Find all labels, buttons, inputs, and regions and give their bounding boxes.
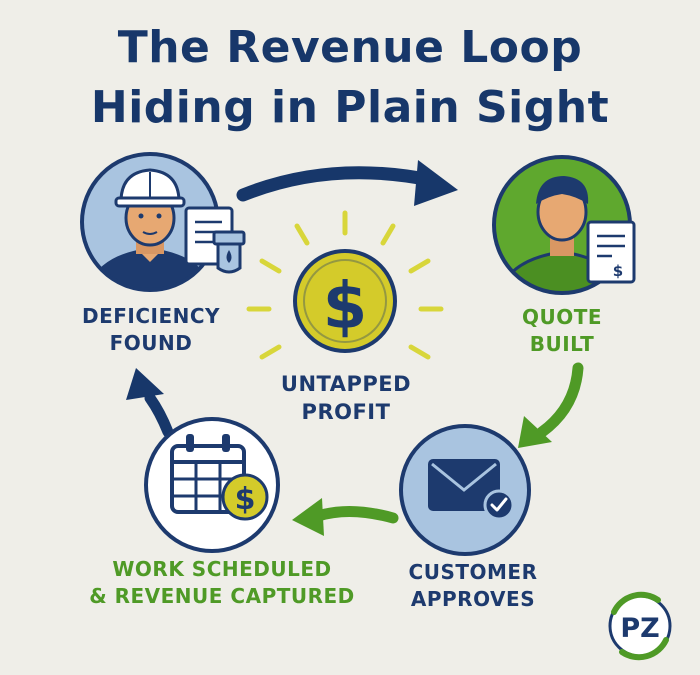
- step-label-line1: WORK SCHEDULED: [112, 557, 332, 581]
- step-label-line2: FOUND: [109, 331, 193, 355]
- page-title-line1: The Revenue Loop: [117, 22, 583, 73]
- step-label-deficiency: DEFICIENCY FOUND: [60, 303, 242, 357]
- envelope-check-icon: [399, 424, 531, 556]
- page-title-line2: Hiding in Plain Sight: [90, 82, 610, 133]
- step-label-line2: APPROVES: [410, 587, 536, 611]
- step-label-line1: QUOTE: [521, 305, 603, 329]
- step-label-line2: & REVENUE CAPTURED: [89, 584, 355, 608]
- pz-logo: PZ: [608, 591, 672, 661]
- small-coin-symbol: $: [235, 482, 256, 517]
- calendar-coin-icon: $: [144, 417, 280, 553]
- step-label-customer-approves: CUSTOMER APPROVES: [383, 559, 563, 613]
- step-label-line1: DEFICIENCY: [81, 304, 221, 328]
- arrow-approval-to-schedule: [292, 498, 399, 536]
- center-label-untapped-profit: UNTAPPED PROFIT: [258, 370, 434, 426]
- step-label-work-scheduled: WORK SCHEDULED & REVENUE CAPTURED: [82, 556, 362, 610]
- arrow-schedule-to-deficiency: [126, 368, 174, 438]
- technician-with-report-icon: [80, 152, 246, 292]
- coin-symbol: $: [323, 270, 368, 344]
- arrow-quote-to-approval: [518, 362, 584, 448]
- center-label-line1: UNTAPPED: [280, 372, 412, 396]
- step-label-line1: CUSTOMER: [408, 560, 538, 584]
- sun-rays: [246, 210, 444, 360]
- person-with-invoice-icon: $: [492, 155, 636, 295]
- step-label-quote: QUOTE BUILT: [497, 304, 627, 358]
- center-label-line2: PROFIT: [301, 400, 391, 424]
- arrow-deficiency-to-quote: [236, 160, 458, 206]
- invoice-symbol: $: [613, 262, 623, 280]
- coin-icon: $: [293, 249, 397, 353]
- step-label-line2: BUILT: [529, 332, 595, 356]
- logo-text: PZ: [620, 613, 659, 644]
